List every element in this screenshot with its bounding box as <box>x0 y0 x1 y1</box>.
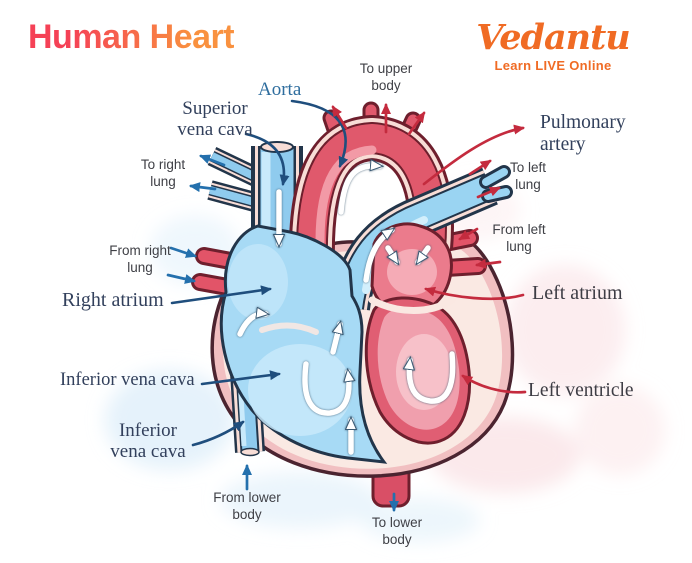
from-right-lung-arrow-1 <box>169 246 197 258</box>
from-left-lung-arrow-2 <box>475 258 502 269</box>
label-left-atrium: Left atrium <box>532 282 623 304</box>
label-aorta: Aorta <box>258 79 302 100</box>
left-ventricle-arrow <box>461 374 527 394</box>
page-title: Human Heart <box>28 18 235 56</box>
to-left-lung-arrow-1 <box>468 159 492 176</box>
brand-logo: Vedantu Learn LIVE Online <box>462 20 644 73</box>
brand-tagline: Learn LIVE Online <box>494 58 612 73</box>
label-pointer-arrows <box>166 99 527 512</box>
inferior-vena-cava-upper-arrow <box>200 370 281 386</box>
label-from-left-lung: From left lung <box>492 222 546 254</box>
left-atrium-arrow <box>424 286 525 301</box>
from-left-lung-arrow-1 <box>458 227 479 241</box>
to-right-lung-arrow-2 <box>189 182 217 193</box>
from-right-lung-arrow-2 <box>166 273 196 284</box>
label-from-lower-body: From lower body <box>213 490 281 522</box>
label-to-left-lung: To left lung <box>509 160 547 192</box>
to-left-lung-arrow-2 <box>476 186 501 199</box>
label-left-ventricle: Left ventricle <box>528 380 634 401</box>
label-to-lower-body: To lower body <box>371 515 423 547</box>
to-right-lung-arrow-1 <box>199 154 226 167</box>
label-to-upper-body: To upper body <box>359 61 413 93</box>
vedantu-logotype: Vedantu <box>476 17 630 58</box>
aorta-arrow <box>290 99 349 168</box>
label-right-atrium: Right atrium <box>62 289 164 311</box>
label-to-right-lung: To right lung <box>140 157 186 189</box>
label-from-right-lung: From right lung <box>109 243 171 275</box>
label-pulmonary-artery: Pulmonary artery <box>540 112 626 155</box>
label-inferior-vena-cava-lower: Inferior vena cava <box>110 420 186 463</box>
pulmonary-artery-arrow <box>422 124 525 186</box>
to-upper-body-arrow-left <box>331 105 348 130</box>
label-inferior-vena-cava-upper: Inferior vena cava <box>60 370 195 390</box>
to-upper-body-arrow-right <box>407 111 426 136</box>
label-superior-vena-cava: Superior vena cava <box>177 98 253 141</box>
superior-vena-cava-arrow <box>244 132 290 186</box>
inferior-vena-cava-lower-arrow <box>191 420 245 447</box>
right-atrium-arrow <box>170 285 272 305</box>
blood-flow-arrows <box>237 166 456 455</box>
